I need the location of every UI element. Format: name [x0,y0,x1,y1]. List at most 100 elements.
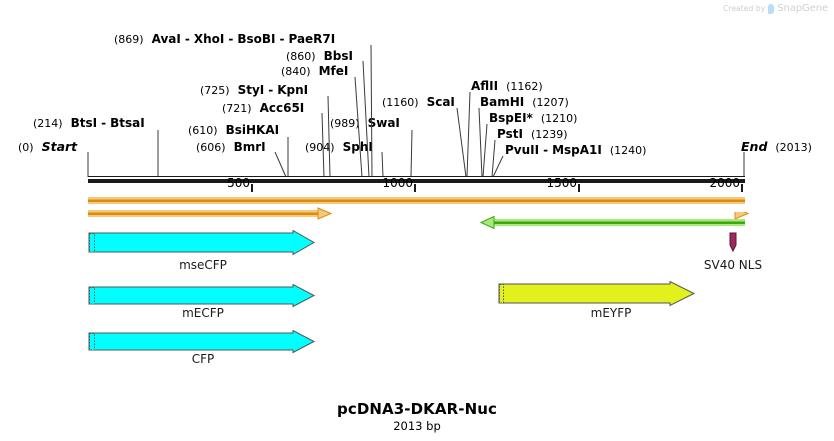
orf-arrow-layer [88,197,745,220]
enzyme-label-scai-group[interactable]: (1160) ScaI [382,95,455,110]
enzyme-label-sphi-group[interactable]: (904) SphI [305,140,373,155]
ruler-tick-2000 [741,184,743,192]
snapgene-leaf-icon [768,3,775,14]
watermark-created-by-text: Created by [722,4,766,13]
enzyme-position: (840) [281,65,311,78]
start-position: (0) [18,141,34,154]
enzyme-position: (869) [114,33,144,46]
enzyme-name-btsai: BtsaI [110,116,145,130]
sequence-start-label: (0) Start [18,140,77,154]
enzyme-name-bamhi: BamHI [480,95,525,109]
enzyme-name-xhoi: XhoI [193,32,225,46]
enzyme-label-bmri-group[interactable]: (606) BmrI [196,140,266,155]
feature-box-shape [729,232,737,253]
enzyme-name-styi: StyI [237,83,265,97]
feature-arrow-shape [88,284,316,308]
orf-arrow-2 [88,207,333,220]
sequence-end-label: End(2013) [741,140,812,154]
ruler-tick-label-500: 500 [227,176,250,190]
enzyme-label-mfei-group[interactable]: (840) MfeI [281,64,349,79]
feature-mecfp[interactable] [88,284,318,308]
feature-label-meyfp: mEYFP [590,306,632,320]
enzyme-position: (1239) [530,128,568,141]
ruler-tick-label-1000: 1000 [382,176,413,190]
feature-msecfp[interactable] [88,230,318,256]
enzyme-position: (214) [33,117,63,130]
enzyme-name-psti: PstI [497,127,523,141]
enzyme-name-sphi: SphI [342,140,373,154]
orf-arrow-4 [479,215,745,230]
feature-label-cfp: CFP [191,352,215,366]
ruler-main-bar [88,179,745,183]
leader-line-acc65i [321,112,325,178]
enzyme-position: (1240) [609,144,647,157]
orf-arrow-1 [88,197,745,204]
enzyme-name-paer7i: PaeR7I [288,32,336,46]
feature-label-sv40-nls: SV40 NLS [703,258,763,272]
enzyme-position: (725) [200,84,230,97]
feature-meyfp[interactable] [498,281,698,307]
feature-arrow-shape [88,230,316,256]
enzyme-name-pvuii: PvuII [505,143,540,157]
orf-arrow-3 [734,212,750,220]
snapgene-watermark: Created by SnapGene [723,3,828,14]
enzyme-label-bsihkai-group[interactable]: (610)BsiHKAI [188,123,280,138]
leader-line-bmri [274,151,287,178]
enzyme-name-avai: AvaI [151,32,181,46]
enzyme-position: (1160) [382,96,419,109]
enzyme-label-psti-group[interactable]: PstI (1239) [497,127,568,142]
enzyme-label-avai-group[interactable]: (869)AvaI-XhoI-BsoBI-PaeR7I [114,32,336,47]
leader-line-mfei [354,76,363,178]
leader-line-psti [491,139,496,178]
enzyme-label-pvuii-group[interactable]: PvuII-MspA1I(1240) [505,143,647,158]
enzyme-name-scai: ScaI [426,95,455,109]
plasmid-name: pcDNA3-DKAR-Nuc [337,400,497,418]
leader-line-pvuii [492,155,504,178]
watermark-brand-text: SnapGene [777,3,828,14]
ruler-tick-1500 [578,184,580,192]
end-position: (2013) [775,141,812,154]
enzyme-name-bsihkai: BsiHKAI [225,123,280,137]
start-text: Start [41,139,78,154]
enzyme-label-btsi-group[interactable]: (214)BtsI-BtsaI [33,116,145,131]
enzyme-label-aflii-group[interactable]: AflII(1162) [471,80,543,94]
enzyme-label-layer: (869)AvaI-XhoI-BsoBI-PaeR7I (860)BbsI (8… [0,0,834,175]
enzyme-position: (1162) [506,80,543,93]
ruler-tick-label-1500: 1500 [546,176,577,190]
enzyme-label-bamhi-group[interactable]: BamHI(1207) [480,95,569,110]
enzyme-name-bbsi: BbsI [323,49,353,63]
enzyme-name-mfei: MfeI [318,64,349,78]
enzyme-name-btsi: BtsI [70,116,98,130]
enzyme-position: (989) [330,117,360,130]
enzyme-label-bbsi-group[interactable]: (860)BbsI [286,49,353,64]
feature-label-mecfp: mECFP [182,306,224,320]
ruler-tick-label-2000: 2000 [709,176,740,190]
leader-line-bspei [482,123,488,178]
orf-arrow-layer-2 [479,212,750,230]
leader-line-scai [456,107,467,178]
enzyme-name-swai: SwaI [367,116,400,130]
leader-line-layer [87,44,745,178]
leader-line-swai [410,129,413,178]
ruler-tick-500 [251,184,253,192]
enzyme-position: (606) [196,141,226,154]
feature-arrow-shape [88,330,316,354]
feature-arrow-shape [498,281,696,307]
feature-cfp[interactable] [88,330,318,354]
enzyme-position: (1210) [540,112,578,125]
enzyme-name-acc65i: Acc65I [259,101,305,115]
feature-label-msecfp: mseCFP [179,258,227,272]
enzyme-label-swai-group[interactable]: (989) SwaI [330,116,400,131]
enzyme-name-bmri: BmrI [233,140,266,154]
enzyme-name-kpni: KpnI [277,83,309,97]
leader-line-avai [370,44,373,178]
enzyme-position: (721) [222,102,252,115]
leader-line-aflii [466,91,471,178]
enzyme-label-acc65i-group[interactable]: (721) Acc65I [222,101,305,116]
feature-sv40-nls[interactable] [727,232,741,256]
enzyme-position: (904) [305,141,335,154]
enzyme-label-styi-group[interactable]: (725)StyI-KpnI [200,83,309,98]
ruler-tick-1000 [414,184,416,192]
enzyme-label-bspei-group[interactable]: BspEI*(1210) [489,112,578,126]
